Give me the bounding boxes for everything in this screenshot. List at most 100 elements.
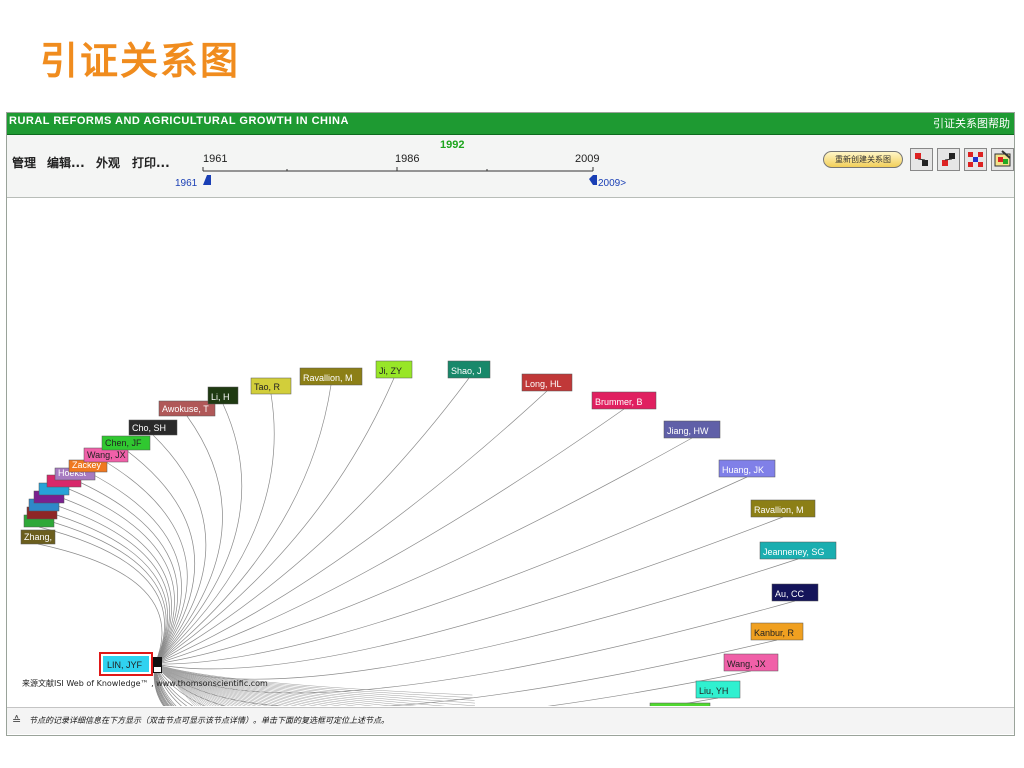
citation-edge xyxy=(154,377,470,665)
center-node-label: LIN, JYF xyxy=(107,660,143,670)
citation-edge xyxy=(41,518,167,665)
status-bar: ≙ 节点的记录详细信息在下方显示（双击节点可显示该节点详情）。单击下面的复选框可… xyxy=(7,707,1014,734)
citation-node-box[interactable] xyxy=(750,499,816,518)
citation-edge xyxy=(152,434,207,665)
citation-node[interactable]: Zhang, xyxy=(20,529,56,545)
citation-node-box[interactable] xyxy=(723,653,779,672)
menu-appearance[interactable]: 外观 xyxy=(96,156,121,170)
citation-edge xyxy=(154,663,645,735)
source-credit: 来源文献ISI Web of Knowledge™ , www.thomsons… xyxy=(22,679,268,688)
citation-node[interactable]: Jeanneney, SG xyxy=(759,541,837,560)
toolbar: 管理 编辑... 外观 打印... 1992 1961 1986 2009 19… xyxy=(7,135,1014,198)
citation-node[interactable]: Shao, J xyxy=(447,360,491,379)
range-start-handle[interactable] xyxy=(203,175,211,185)
citation-edge xyxy=(37,543,163,665)
slide-title: 引证关系图 xyxy=(40,39,241,83)
citation-node-box[interactable] xyxy=(750,622,804,641)
citation-node-box[interactable] xyxy=(663,420,721,439)
expand-icon[interactable]: ≙ xyxy=(12,714,22,727)
citation-edge xyxy=(154,663,474,712)
citation-edge xyxy=(154,663,237,735)
citation-node[interactable]: Burgess, R xyxy=(649,702,711,721)
citation-edge xyxy=(154,663,474,698)
citation-node-label: Chen, JF xyxy=(105,438,142,448)
citation-edge xyxy=(154,663,214,735)
citation-node-label: Li, H xyxy=(211,392,230,402)
timeline-slider[interactable] xyxy=(197,165,617,191)
citation-edge xyxy=(154,390,548,665)
export-image-icon[interactable] xyxy=(991,148,1014,171)
citation-node-box[interactable] xyxy=(101,435,151,451)
citation-edge xyxy=(154,663,217,735)
citation-edge xyxy=(154,516,784,670)
citation-node-box[interactable] xyxy=(447,360,491,379)
citation-edge xyxy=(48,502,170,665)
layout-forward-icon[interactable] xyxy=(910,148,933,171)
citation-node-label: Brummer, B xyxy=(595,397,643,407)
citation-node[interactable]: Chen, JF xyxy=(101,435,151,451)
citation-node-box[interactable] xyxy=(158,400,216,417)
citation-node[interactable]: Li, H xyxy=(207,386,239,405)
center-node-box[interactable] xyxy=(103,656,149,672)
citation-node-box[interactable] xyxy=(649,702,711,721)
citation-node-label: Awokuse, T xyxy=(162,404,209,414)
citation-node[interactable]: Kanbur, R xyxy=(750,622,804,641)
citation-node[interactable]: Cho, SH xyxy=(128,419,178,436)
citation-node[interactable]: Long, HL xyxy=(521,373,573,392)
citation-node-label: Wang, JX xyxy=(87,450,126,460)
citation-node-box[interactable] xyxy=(718,459,776,478)
citation-node[interactable]: Liu, YH xyxy=(695,680,741,699)
citation-node-box[interactable] xyxy=(695,680,741,699)
citation-node-box[interactable] xyxy=(375,360,413,379)
citation-node[interactable]: Brummer, B xyxy=(591,391,657,410)
citation-node-box[interactable] xyxy=(591,391,657,410)
citation-edge xyxy=(154,663,210,735)
citation-node-box[interactable] xyxy=(521,373,573,392)
help-link[interactable]: 引证关系图帮助 xyxy=(933,117,1010,130)
citation-node-box[interactable] xyxy=(771,583,819,602)
citation-node[interactable]: Jiang, HW xyxy=(663,420,721,439)
citation-node-box[interactable] xyxy=(759,541,837,560)
citation-node-box[interactable] xyxy=(20,529,56,545)
range-end-label: 2009> xyxy=(598,178,627,189)
menu-edit[interactable]: 编辑... xyxy=(47,156,85,170)
citation-node-label: Long, HL xyxy=(525,379,562,389)
citation-node-label: Ji, ZY xyxy=(379,366,402,376)
citation-edge xyxy=(154,663,221,735)
timeline-current-year: 1992 xyxy=(440,139,465,151)
citation-node[interactable]: Huang, JK xyxy=(718,459,776,478)
center-node-handle[interactable] xyxy=(153,657,162,673)
citation-edge xyxy=(154,663,207,735)
citation-node[interactable]: Awokuse, T xyxy=(158,400,216,417)
citation-node-box[interactable] xyxy=(299,367,363,386)
citation-edge xyxy=(154,663,473,696)
layout-both-icon[interactable] xyxy=(964,148,987,171)
menu-print[interactable]: 打印... xyxy=(132,156,170,170)
citation-node-box[interactable] xyxy=(207,386,239,405)
citation-node-box[interactable] xyxy=(128,419,178,436)
citation-edge xyxy=(154,663,681,735)
citation-node[interactable]: Ravallion, M xyxy=(299,367,363,386)
citation-map-window: RURAL REFORMS AND AGRICULTURAL GROWTH IN… xyxy=(6,112,1015,736)
citation-node-label: Ravallion, M xyxy=(303,373,353,383)
citation-node[interactable]: Ravallion, M xyxy=(750,499,816,518)
menu-manage[interactable]: 管理 xyxy=(12,156,37,170)
center-node[interactable]: LIN, JYF xyxy=(99,652,162,676)
citation-node[interactable]: Ji, ZY xyxy=(375,360,413,379)
citation-node-label: Liu, YH xyxy=(699,686,728,696)
citation-node[interactable]: Tao, R xyxy=(250,377,292,395)
citation-edge xyxy=(105,461,188,665)
center-node-handle-icon xyxy=(154,667,161,672)
citation-node-label: Kanbur, R xyxy=(754,628,795,638)
citation-node-box[interactable] xyxy=(250,377,292,395)
rebuild-map-button[interactable]: 重新创建关系图 xyxy=(823,151,903,168)
citation-edge xyxy=(154,663,204,735)
citation-edge xyxy=(154,663,215,735)
range-end-handle[interactable] xyxy=(589,175,597,185)
layout-backward-icon[interactable] xyxy=(937,148,960,171)
citation-node[interactable]: Wang, JX xyxy=(723,653,779,672)
citation-node[interactable]: Au, CC xyxy=(771,583,819,602)
citation-node-label: Hoekst xyxy=(58,468,87,478)
